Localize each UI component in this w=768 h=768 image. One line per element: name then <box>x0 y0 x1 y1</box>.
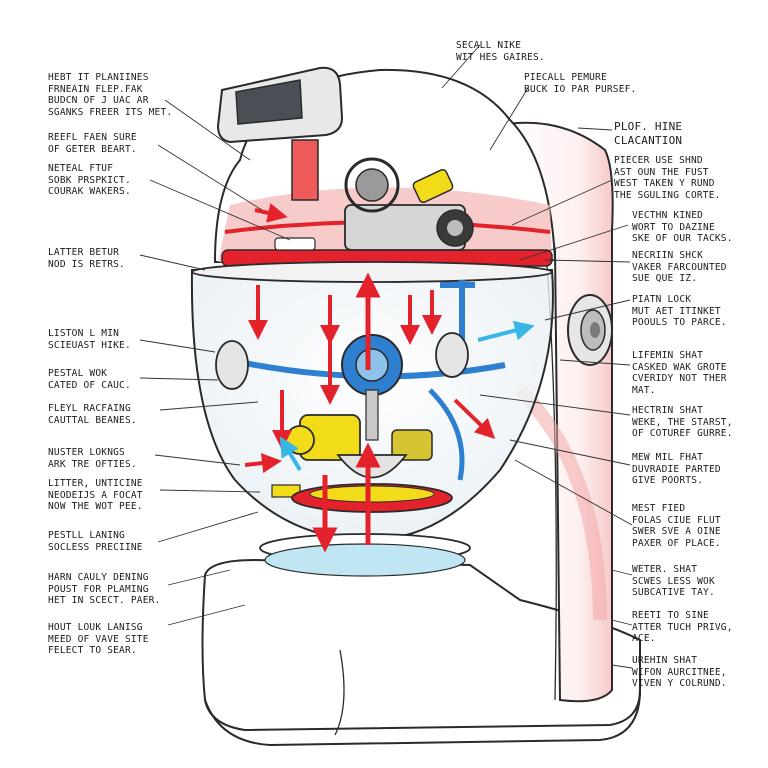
spring-ring <box>259 533 471 577</box>
flow-arrows <box>244 203 535 553</box>
display-screen-icon <box>216 66 344 201</box>
leader-lines <box>139 44 633 669</box>
side-rollers <box>215 332 469 390</box>
knob-icon <box>567 294 613 366</box>
motor-assembly <box>274 157 474 251</box>
turntable-plate <box>291 483 453 513</box>
central-hub <box>341 334 403 441</box>
gear-unit <box>271 414 433 498</box>
